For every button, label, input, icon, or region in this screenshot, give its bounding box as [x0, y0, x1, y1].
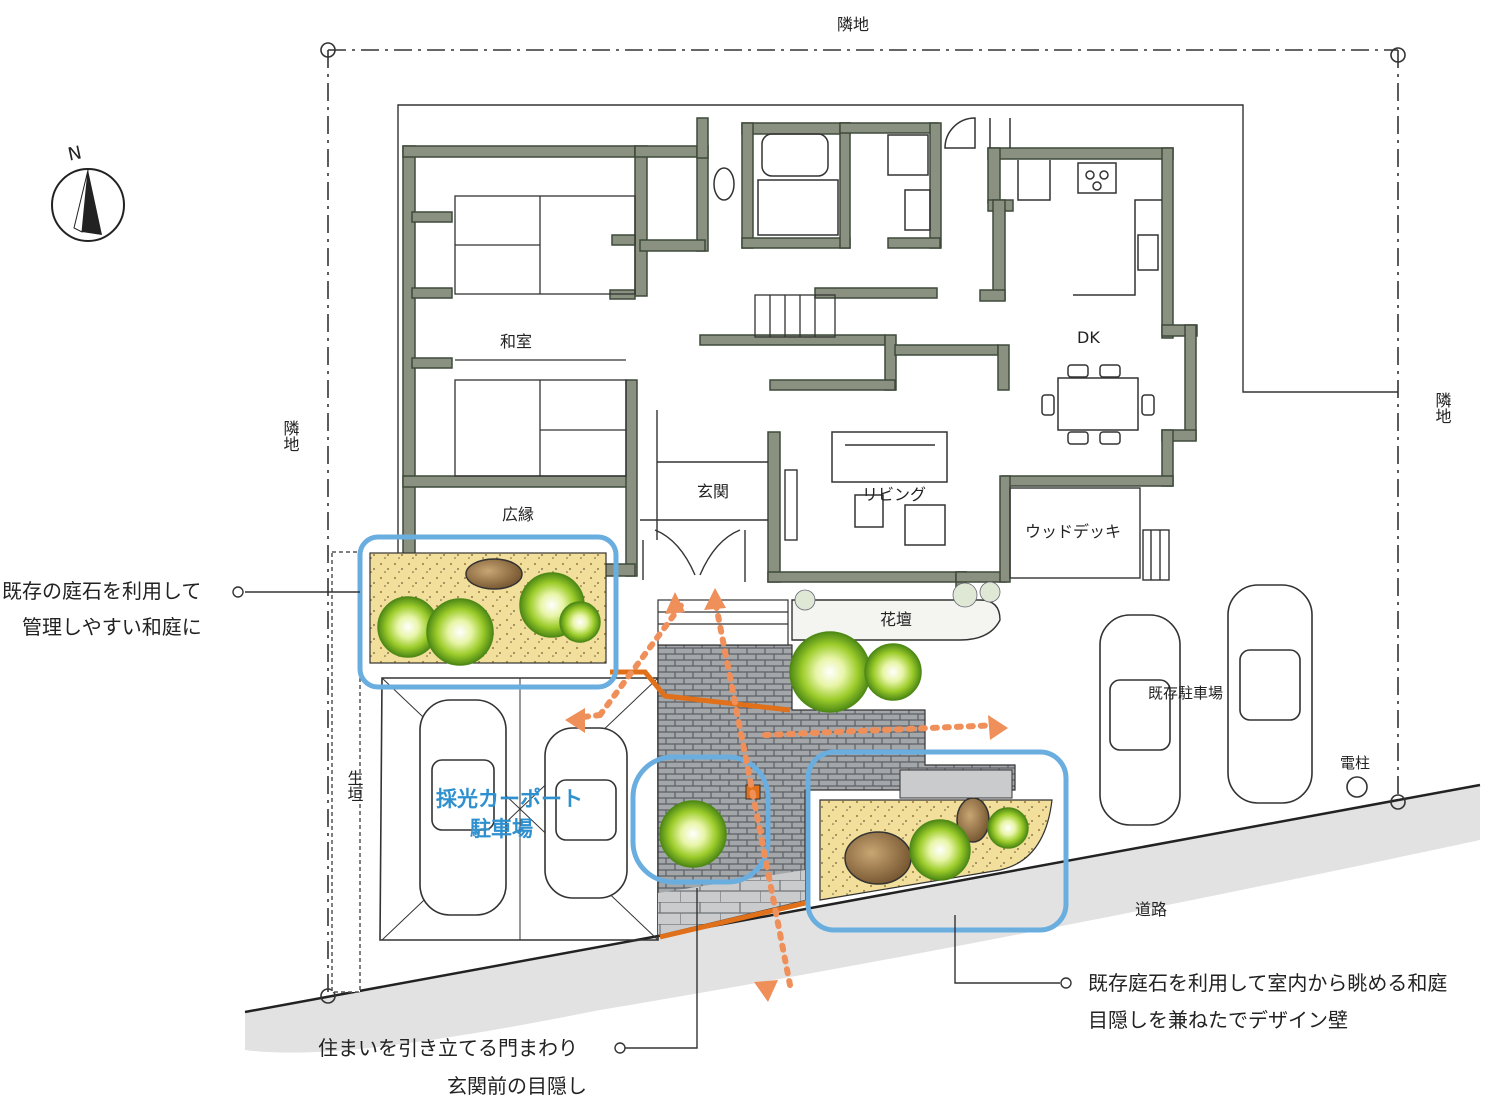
note-right-line1: 既存庭石を利用して室内から眺める和庭 — [1088, 971, 1447, 995]
label-neighbor-left: 隣地 — [281, 420, 300, 452]
brick-edging — [610, 669, 811, 940]
kitchen-counter — [1017, 160, 1162, 296]
hedge — [331, 551, 361, 993]
highlight-frames — [357, 534, 1069, 933]
label-existing-parking: 既存駐車場 — [1148, 684, 1223, 702]
utility-pole-icon — [1346, 776, 1368, 798]
stairs — [754, 294, 836, 338]
note-leaders — [232, 586, 1072, 1054]
label-genkan: 玄関 — [697, 482, 729, 501]
label-utility-pole: 電柱 — [1340, 754, 1370, 772]
label-hedge: 生垣 — [345, 770, 364, 802]
north-arrow-icon — [51, 168, 125, 242]
entrance-paving — [657, 644, 1016, 936]
note-bottom-line1: 住まいを引き立てる門まわり — [318, 1036, 578, 1060]
garden-stone-large — [844, 831, 912, 885]
label-carport-2: 駐車場 — [470, 817, 533, 841]
property-boundary — [320, 42, 1406, 1004]
arrowheads — [565, 588, 1008, 1002]
label-kadan: 花壇 — [880, 610, 912, 629]
tree-icons-left — [377, 572, 601, 666]
tree-icons-entrance — [659, 631, 922, 868]
label-road: 道路 — [1135, 900, 1167, 919]
sofa — [831, 431, 948, 546]
north-label: N — [66, 142, 84, 165]
garden-stone — [465, 558, 523, 590]
note-left-line1: 既存の庭石を利用して — [2, 579, 201, 603]
flower-bed-plants — [794, 581, 1001, 611]
label-neighbor-right: 隣地 — [1433, 392, 1452, 424]
dining-table — [1041, 364, 1155, 445]
design-wall — [899, 769, 1013, 799]
tatami-lines — [454, 195, 636, 477]
building-setback-line — [397, 104, 1398, 610]
tree-icons-right — [909, 807, 1029, 881]
road-area — [245, 785, 1480, 1053]
label-neighbor-top: 隣地 — [837, 15, 869, 34]
label-carport-1: 採光カーポート — [436, 787, 583, 811]
note-right-line2: 目隠しを兼ねたでデザイン壁 — [1088, 1008, 1348, 1032]
label-wood-deck: ウッドデッキ — [1025, 522, 1121, 541]
bath-fixtures — [713, 117, 1011, 236]
view-arrows — [572, 597, 1003, 988]
label-living: リビング — [862, 485, 926, 504]
genkan-area — [640, 410, 798, 582]
label-washitsu: 和室 — [500, 332, 532, 351]
wood-deck — [1009, 487, 1170, 581]
car-icon — [419, 584, 1313, 916]
note-bottom-line2: 玄関前の目隠し — [447, 1074, 587, 1097]
label-hiroen: 広縁 — [502, 505, 534, 524]
road-edge — [244, 783, 1481, 1014]
note-left-line2: 管理しやすい和庭に — [22, 615, 202, 639]
label-dk: DK — [1077, 328, 1100, 347]
